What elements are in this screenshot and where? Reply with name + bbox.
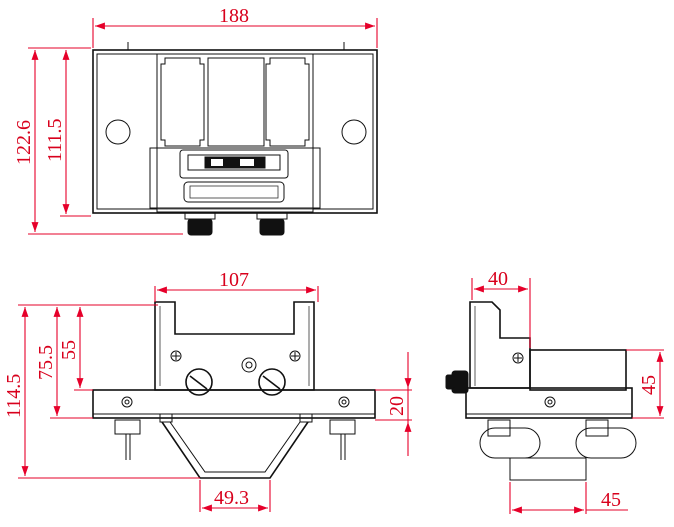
left-hole xyxy=(105,119,131,145)
side-top-width-dimension: 40 xyxy=(488,268,508,290)
front-height-upper-dimension: 55 xyxy=(58,340,80,360)
front-knob-left xyxy=(185,368,213,396)
side-view: 40 45 45 xyxy=(445,268,664,514)
top-height-inner-dimension: 111.5 xyxy=(44,118,66,162)
front-view: 107 114.5 75.5 55 20 49.3 xyxy=(3,269,412,512)
front-height-mid-dimension: 75.5 xyxy=(35,345,57,380)
side-bottom-width-dimension: 45 xyxy=(601,489,621,511)
side-height-dimension: 45 xyxy=(638,375,660,395)
front-knob-right xyxy=(258,368,286,396)
top-width-dimension: 188 xyxy=(219,5,249,27)
front-height-base-dimension: 20 xyxy=(386,396,408,416)
front-top-width-dimension: 107 xyxy=(219,269,249,291)
top-view: 188 122.6 111.5 xyxy=(13,5,378,236)
right-hole xyxy=(341,119,367,145)
top-height-outer-dimension: 122.6 xyxy=(13,120,35,165)
front-height-total-dimension: 114.5 xyxy=(3,374,25,418)
front-bottom-width-dimension: 49.3 xyxy=(214,487,249,509)
